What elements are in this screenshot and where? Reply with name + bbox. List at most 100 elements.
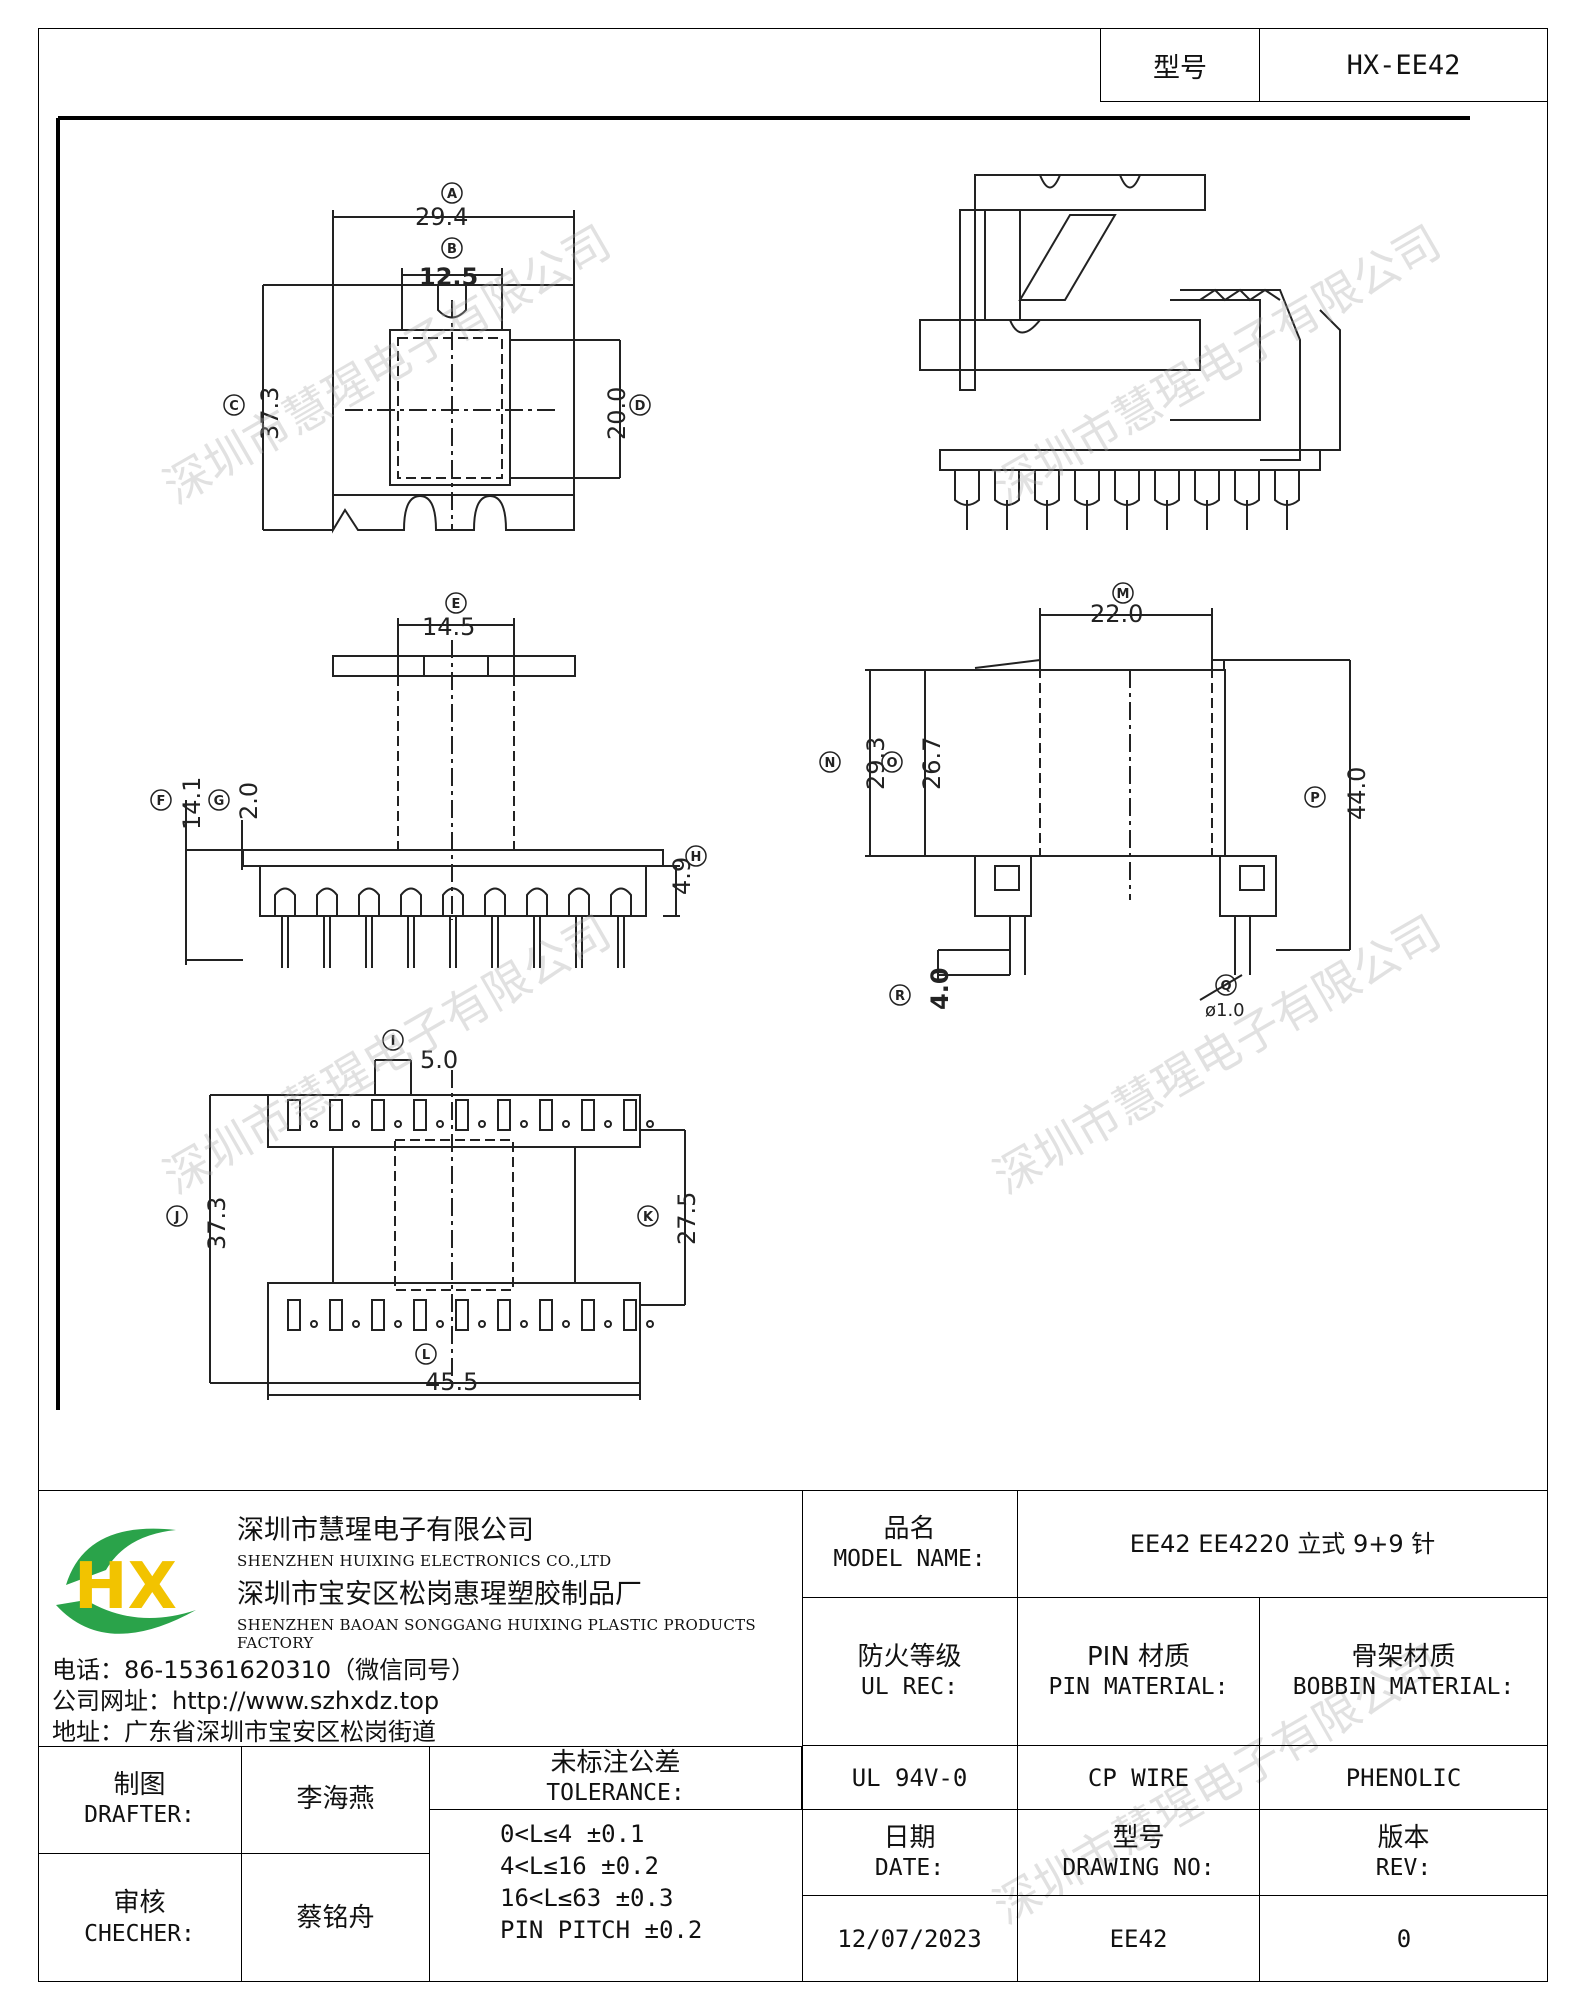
drafter-value: 李海燕 bbox=[242, 1746, 430, 1854]
dim-q-value: ø1.0 bbox=[1205, 1000, 1245, 1021]
dim-b-value: 12.5 bbox=[419, 263, 478, 291]
pin bbox=[316, 887, 338, 968]
tolerance-label: 未标注公差 TOLERANCE: bbox=[430, 1746, 802, 1810]
pin-slot bbox=[623, 1299, 654, 1331]
pin bbox=[610, 887, 632, 968]
company-info: HX 深圳市慧瑆电子有限公司 SHENZHEN HUIXING ELECTRON… bbox=[40, 1490, 802, 1746]
dim-g-letter: G bbox=[214, 794, 225, 809]
pin-slot bbox=[581, 1299, 612, 1331]
pin-slot bbox=[413, 1299, 444, 1331]
tolerance-line: 4<L≤16 ±0.2 bbox=[500, 1852, 659, 1880]
factory-name-en: SHENZHEN BAOAN SONGGANG HUIXING PLASTIC … bbox=[237, 1616, 757, 1652]
label-cn: 未标注公差 bbox=[550, 1747, 681, 1778]
value-text: CP WIRE bbox=[1087, 1763, 1190, 1792]
pin bbox=[994, 470, 1020, 530]
model-header: 型号 HX-EE42 bbox=[1100, 28, 1548, 102]
dim-h-value: 4.9 bbox=[668, 857, 696, 895]
pin-slot bbox=[539, 1099, 570, 1131]
pin bbox=[1114, 470, 1140, 530]
dim-b-letter: B bbox=[447, 242, 457, 257]
pin-material-label: PIN 材质 PIN MATERIAL: bbox=[1018, 1598, 1260, 1746]
dim-m-letter: M bbox=[1117, 587, 1130, 602]
dim-a-letter: A bbox=[447, 187, 457, 202]
dim-d-letter: D bbox=[635, 399, 646, 414]
dim-o-letter: O bbox=[886, 756, 897, 771]
ul-rec-label: 防火等级 UL REC: bbox=[802, 1598, 1018, 1746]
label-en: DRAFTER: bbox=[84, 1802, 195, 1829]
dim-i-value: 5.0 bbox=[420, 1046, 458, 1074]
company-address: 地址：广东省深圳市宝安区松岗街道 bbox=[52, 1718, 436, 1746]
label-en: TOLERANCE: bbox=[546, 1780, 685, 1807]
pin-slot bbox=[371, 1099, 402, 1131]
label-cn: 骨架材质 bbox=[1351, 1641, 1456, 1672]
value-text: 0 bbox=[1396, 1925, 1412, 1953]
label-en: DRAWING NO: bbox=[1062, 1855, 1215, 1882]
model-label: 型号 bbox=[1101, 29, 1260, 101]
company-website: 公司网址：http://www.szhxdz.top bbox=[52, 1687, 440, 1715]
pin-material-value: CP WIRE bbox=[1018, 1746, 1260, 1810]
tolerance-line: PIN PITCH ±0.2 bbox=[500, 1916, 703, 1944]
dim-e-letter: E bbox=[452, 597, 461, 612]
pin-slot bbox=[539, 1299, 570, 1331]
dim-d-value: 20.0 bbox=[603, 387, 631, 440]
dim-a-value: 29.4 bbox=[415, 203, 468, 231]
dim-l-value: 45.5 bbox=[425, 1368, 478, 1396]
value-text: EE42 bbox=[1109, 1925, 1168, 1953]
dim-p-letter: P bbox=[1310, 791, 1320, 806]
checker-label: 审核 CHECHER: bbox=[38, 1854, 242, 1982]
model-name-label: 品名 MODEL NAME: bbox=[802, 1490, 1018, 1598]
factory-name-cn: 深圳市宝安区松岗惠瑆塑胶制品厂 bbox=[237, 1579, 642, 1610]
pin-slot bbox=[413, 1099, 444, 1131]
dim-f-value: 14.1 bbox=[178, 777, 206, 830]
pin bbox=[1154, 470, 1180, 530]
pin bbox=[274, 887, 296, 968]
pin bbox=[1234, 470, 1260, 530]
pin bbox=[954, 470, 980, 530]
pin-slot bbox=[497, 1099, 528, 1131]
divider bbox=[802, 1490, 803, 1982]
label-cn: 型号 bbox=[1112, 1822, 1165, 1853]
dim-l-letter: L bbox=[422, 1348, 430, 1363]
label-cn: 制图 bbox=[113, 1769, 166, 1800]
pin bbox=[484, 887, 506, 968]
model-value: HX-EE42 bbox=[1346, 49, 1461, 81]
drafter-label: 制图 DRAFTER: bbox=[38, 1746, 242, 1854]
value-text: EE42 EE4220 立式 9+9 针 bbox=[1129, 1529, 1436, 1558]
bobbin-material-value: PHENOLIC bbox=[1260, 1746, 1548, 1810]
dim-e-value: 14.5 bbox=[422, 613, 475, 641]
dim-k-value: 27.5 bbox=[673, 1192, 701, 1245]
pin-slot bbox=[497, 1299, 528, 1331]
dim-f-letter: F bbox=[157, 794, 166, 809]
pin bbox=[400, 887, 422, 968]
company-name-cn: 深圳市慧瑆电子有限公司 bbox=[237, 1515, 534, 1546]
pin-slot bbox=[329, 1299, 360, 1331]
ul-rec-value: UL 94V-0 bbox=[802, 1746, 1018, 1810]
label-cn: 日期 bbox=[883, 1822, 936, 1853]
dim-c-value: 37.3 bbox=[256, 387, 284, 440]
company-phone: 电话：86-15361620310（微信同号） bbox=[52, 1656, 476, 1684]
label-en: BOBBIN MATERIAL: bbox=[1292, 1674, 1515, 1701]
tolerance-line: 0<L≤4 ±0.1 bbox=[500, 1820, 645, 1848]
dim-m-value: 22.0 bbox=[1090, 600, 1143, 628]
company-name-en: SHENZHEN HUIXING ELECTRONICS CO.,LTD bbox=[237, 1552, 612, 1570]
label-en: CHECHER: bbox=[84, 1920, 195, 1947]
value-text: PHENOLIC bbox=[1345, 1763, 1462, 1792]
label-en: UL REC: bbox=[861, 1674, 958, 1701]
pin-slot bbox=[329, 1099, 360, 1131]
dim-c-letter: C bbox=[229, 399, 239, 414]
dim-q-letter: Q bbox=[1220, 979, 1231, 994]
value-text: 李海燕 bbox=[296, 1784, 375, 1815]
value-text: 蔡铭舟 bbox=[296, 1902, 375, 1933]
value-text: 12/07/2023 bbox=[837, 1925, 982, 1953]
tolerance-line: 16<L≤63 ±0.3 bbox=[500, 1884, 674, 1912]
date-value: 12/07/2023 bbox=[802, 1896, 1018, 1982]
dim-o-value: 26.7 bbox=[918, 737, 946, 790]
label-en: REV: bbox=[1375, 1855, 1432, 1882]
label-cn: 审核 bbox=[113, 1888, 166, 1919]
pin bbox=[1034, 470, 1060, 530]
dim-h-letter: H bbox=[691, 850, 702, 865]
drawing-no-label: 型号 DRAWING NO: bbox=[1018, 1810, 1260, 1896]
pin bbox=[442, 887, 464, 968]
pin bbox=[568, 887, 590, 968]
